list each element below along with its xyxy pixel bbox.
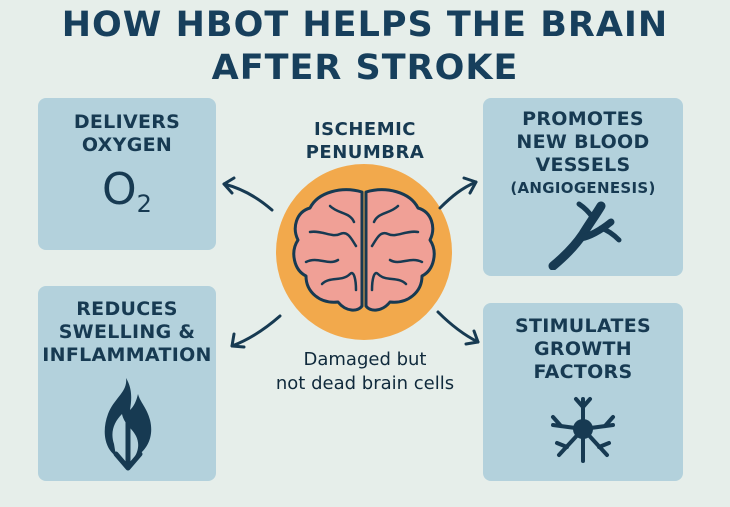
title-line-2: AFTER STROKE	[211, 48, 519, 88]
card-label: REDUCES SWELLING & INFLAMMATION	[38, 298, 216, 367]
neuron-icon	[551, 397, 615, 463]
center-caption: Damaged but not dead brain cells	[250, 348, 480, 396]
o2-symbol: O	[102, 164, 137, 215]
card-label-line: INFLAMMATION	[42, 344, 212, 366]
flame-down-arrow-icon	[104, 378, 152, 471]
card-stimulates-growth-factors: STIMULATES GROWTH FACTORS	[483, 303, 683, 481]
arrow-to-oxygen-icon	[222, 176, 274, 212]
card-label-line: SWELLING &	[58, 321, 196, 343]
card-label: STIMULATES GROWTH FACTORS	[483, 315, 683, 384]
card-label-line: OXYGEN	[81, 134, 173, 156]
arrow-to-swelling-icon	[230, 314, 282, 349]
caption-line: Damaged but	[303, 349, 427, 370]
card-label-line: GROWTH	[534, 338, 632, 360]
page-title: HOW HBOT HELPS THE BRAIN AFTER STROKE	[0, 4, 730, 90]
card-label-line: NEW BLOOD	[516, 131, 650, 153]
card-label-line: REDUCES	[76, 298, 178, 320]
brain-icon	[292, 188, 436, 312]
card-reduces-swelling: REDUCES SWELLING & INFLAMMATION	[38, 286, 216, 481]
arrow-to-vessels-icon	[438, 176, 478, 210]
card-label-line: DELIVERS	[73, 111, 181, 133]
blood-vessel-icon	[548, 201, 622, 270]
center-label-line: ISCHEMIC	[313, 119, 417, 140]
arrow-to-growth-icon	[436, 310, 480, 346]
title-line-1: HOW HBOT HELPS THE BRAIN	[61, 5, 669, 45]
card-label: DELIVERS OXYGEN	[38, 111, 216, 157]
o2-symbol-icon: O2	[38, 164, 216, 218]
center-label-line: PENUMBRA	[305, 142, 425, 163]
card-label-line: VESSELS	[535, 154, 631, 176]
card-label: PROMOTES NEW BLOOD VESSELS (ANGIOGENESIS…	[483, 108, 683, 200]
card-label-line: PROMOTES	[522, 108, 644, 130]
center-label: ISCHEMIC PENUMBRA	[275, 118, 455, 164]
card-promotes-blood-vessels: PROMOTES NEW BLOOD VESSELS (ANGIOGENESIS…	[483, 98, 683, 276]
card-delivers-oxygen: DELIVERS OXYGEN O2	[38, 98, 216, 250]
caption-line: not dead brain cells	[275, 373, 455, 394]
o2-subscript: 2	[136, 190, 152, 218]
card-label-line: FACTORS	[533, 361, 633, 383]
card-label-line: (ANGIOGENESIS)	[510, 179, 656, 197]
card-label-line: STIMULATES	[514, 315, 651, 337]
